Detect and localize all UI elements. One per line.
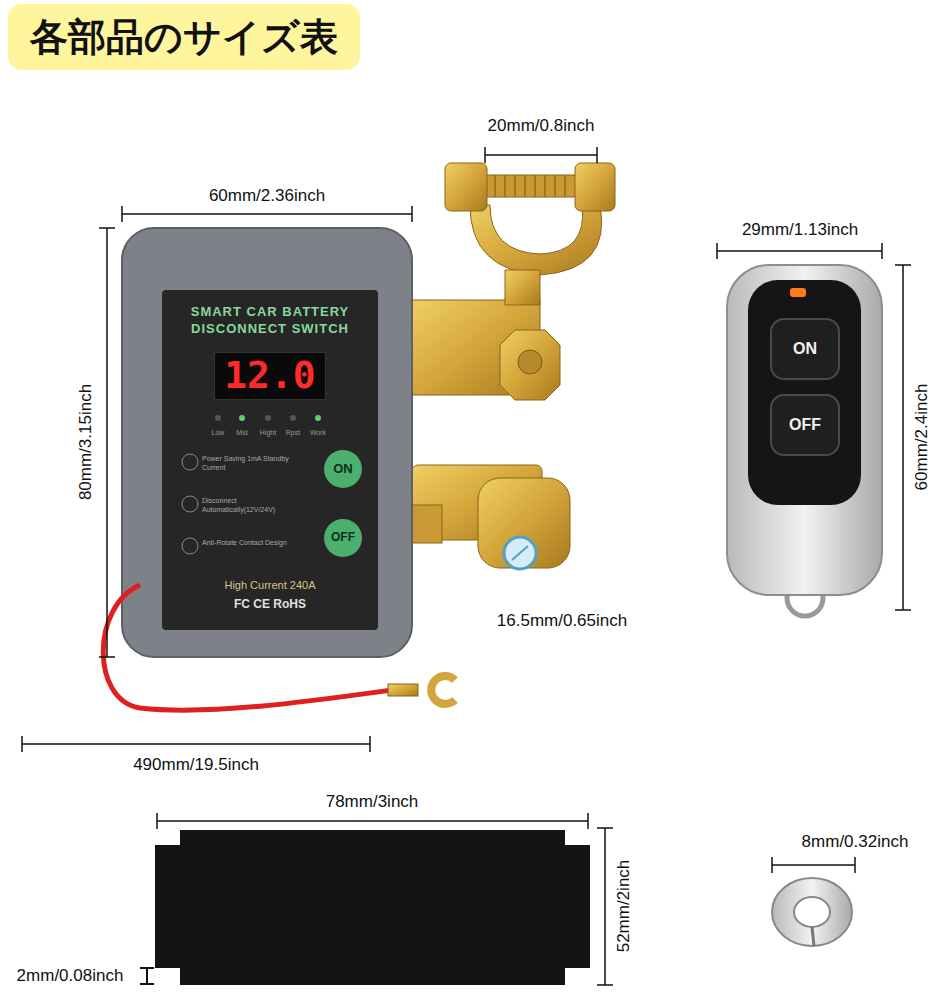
cert-marks: FC CE RoHS [162, 597, 378, 613]
off-button: OFF [324, 519, 362, 557]
dimension-label: 16.5mm/0.65inch [497, 611, 627, 631]
node-text: 12.0 [224, 355, 316, 397]
node-text: OFF [789, 416, 821, 434]
dimension-label: 60mm/2.4inch [912, 384, 932, 491]
dimension-label: 60mm/2.36inch [209, 186, 325, 206]
dimension-label: 29mm/1.13inch [742, 220, 858, 240]
node-text: OFF [331, 531, 355, 544]
feature-text: Power Saving 1mA Standby Current [202, 454, 310, 472]
dimension-label: 52mm/2inch [614, 860, 634, 953]
dimension-label: 490mm/19.5inch [133, 755, 259, 775]
node-text: ON [333, 462, 353, 476]
spring-washer [772, 878, 852, 946]
title-text: 各部品のサイズ表 [30, 12, 338, 63]
dimension-label: 80mm/3.15inch [76, 384, 96, 500]
led-label: Low [206, 428, 230, 437]
remote-control [727, 265, 882, 616]
feature-text: Anti-Rotate Contact Design [202, 538, 310, 547]
led-label: Rpst [281, 428, 305, 437]
led-label: Hight [256, 428, 280, 437]
dimension-label: 78mm/3inch [326, 792, 419, 812]
foam-pad [155, 830, 590, 985]
thickness-mark [140, 968, 154, 984]
battery-clamp [412, 163, 615, 400]
led-label: Work [306, 428, 330, 437]
on-button: ON [324, 450, 362, 488]
led-label: Mid [230, 428, 254, 437]
control-panel: SMART CAR BATTERY DISCONNECT SWITCH LowMi… [162, 290, 378, 630]
dimension-label: 8mm/0.32inch [802, 832, 909, 852]
title-banner: 各部品のサイズ表 [8, 4, 360, 70]
panel-heading: SMART CAR BATTERY DISCONNECT SWITCH [162, 304, 378, 338]
remote-off-button: OFF [770, 394, 840, 456]
feature-text: Disconnect Automatically(12V/24V) [202, 496, 310, 514]
node-text: ON [793, 340, 817, 358]
red-wire [103, 585, 455, 710]
voltage-display: 12.0 [214, 352, 326, 400]
battery-terminal [412, 465, 570, 569]
rating-text: High Current 240A [162, 578, 378, 592]
switch-housing [122, 228, 412, 657]
dimension-label: 20mm/0.8inch [488, 116, 595, 136]
dimension-label: 2mm/0.08inch [17, 966, 124, 986]
dimension-lines [22, 147, 911, 985]
remote-on-button: ON [770, 318, 840, 380]
